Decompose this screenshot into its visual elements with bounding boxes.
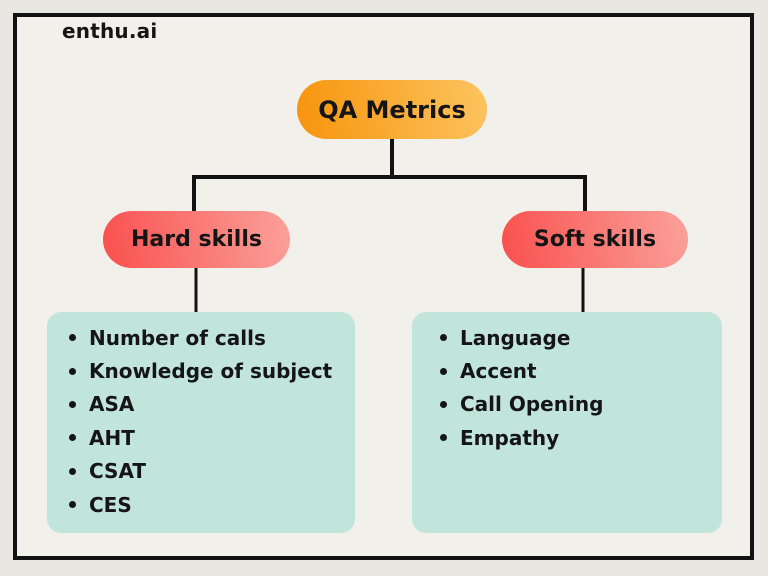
list-item-label: Language [460, 325, 571, 350]
list-item-label: Number of calls [89, 325, 266, 350]
bullet-icon [69, 334, 76, 342]
bullet-icon [69, 400, 76, 408]
root-node-qa-metrics: QA Metrics [297, 80, 487, 139]
list-item-label: Call Opening [460, 392, 604, 417]
bullet-icon [69, 367, 76, 375]
bullet-icon [440, 400, 447, 408]
bullet-icon [69, 434, 76, 442]
list-item: CSAT [69, 455, 347, 488]
branch-node-label: Hard skills [131, 227, 262, 252]
list-item: Accent [440, 354, 714, 387]
list-item: Language [440, 321, 714, 354]
list-item-label: Empathy [460, 425, 560, 450]
list-item: Knowledge of subject [69, 354, 347, 387]
list-item-label: Accent [460, 359, 537, 384]
bullet-icon [69, 467, 76, 475]
branch-node-soft-skills: Soft skills [502, 211, 688, 268]
hard-skills-list-box: Number of calls Knowledge of subject ASA… [47, 312, 355, 533]
list-item: Number of calls [69, 321, 347, 354]
brand-logo: enthu.ai [62, 19, 158, 43]
list-item: CES [69, 488, 347, 521]
soft-skills-list-box: Language Accent Call Opening Empathy [412, 312, 722, 533]
hard-skills-list: Number of calls Knowledge of subject ASA… [69, 321, 347, 521]
list-item: Empathy [440, 421, 714, 454]
bullet-icon [440, 434, 447, 442]
root-node-label: QA Metrics [318, 95, 466, 124]
branch-node-label: Soft skills [533, 227, 657, 252]
soft-skills-list: Language Accent Call Opening Empathy [440, 321, 714, 455]
bullet-icon [440, 334, 447, 342]
list-item-label: CES [89, 492, 132, 517]
list-item: AHT [69, 421, 347, 454]
list-item-label: AHT [89, 425, 135, 450]
list-item: ASA [69, 388, 347, 421]
list-item-label: CSAT [89, 459, 147, 484]
list-item-label: ASA [89, 392, 135, 417]
bullet-icon [440, 367, 447, 375]
bullet-icon [69, 501, 76, 509]
list-item-label: Knowledge of subject [89, 359, 333, 384]
list-item: Call Opening [440, 388, 714, 421]
branch-node-hard-skills: Hard skills [103, 211, 290, 268]
